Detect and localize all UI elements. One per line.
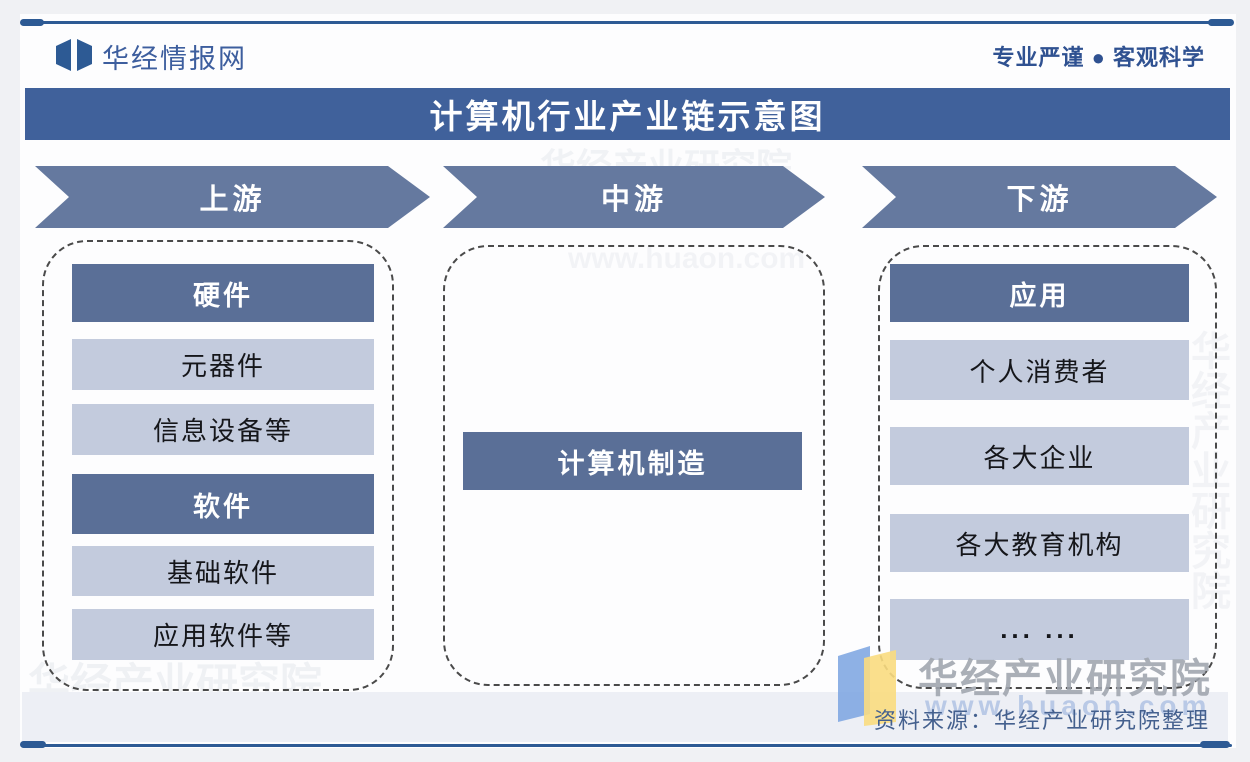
top-rule-left-cap — [20, 19, 44, 26]
stage-arrow-downstream-label: 下游 — [1006, 184, 1073, 216]
stage-arrow-midstream: 中游 — [443, 166, 825, 228]
bottom-rule-left-cap — [20, 741, 46, 748]
frame-right — [1236, 0, 1250, 762]
top-rule — [25, 21, 1232, 24]
frame-top — [0, 0, 1250, 14]
midstream-box: 计算机制造 — [443, 245, 825, 686]
watermark-brand-title: 华经产业研究院 — [918, 657, 1212, 701]
watermark-brand-url: www.huaon.com — [925, 690, 1212, 721]
header-slogan: 专业严谨 ● 客观科学 — [992, 45, 1205, 70]
stage-arrow-upstream-label: 上游 — [199, 184, 266, 216]
huaon-logo-icon — [836, 642, 908, 726]
upstream-category-hardware: 硬件 — [72, 264, 374, 322]
frame-bottom — [0, 748, 1250, 762]
footer-band — [22, 692, 1228, 742]
brand-name: 华经情报网 — [102, 44, 247, 74]
upstream-item-basic-software: 基础软件 — [72, 546, 374, 596]
top-rule-right-cap — [1208, 19, 1234, 26]
source-note: 资料来源：华经产业研究院整理 — [873, 708, 1210, 733]
downstream-item-consumers: 个人消费者 — [890, 340, 1189, 400]
upstream-item-info-devices: 信息设备等 — [72, 404, 374, 455]
bottom-rule-right-cap — [1200, 741, 1230, 748]
downstream-item-education: 各大教育机构 — [890, 514, 1189, 572]
brand-logo-icon — [55, 37, 93, 73]
upstream-box: 硬件 元器件 信息设备等 软件 基础软件 应用软件等 — [42, 240, 394, 691]
frame-left — [0, 0, 20, 762]
downstream-category-application: 应用 — [890, 264, 1189, 322]
page-title: 计算机行业产业链示意图 — [429, 98, 826, 135]
title-bar: 计算机行业产业链示意图 — [25, 88, 1230, 140]
downstream-box: 应用 个人消费者 各大企业 各大教育机构 ... ... — [878, 245, 1217, 689]
downstream-item-enterprises: 各大企业 — [890, 427, 1189, 485]
stage-arrow-midstream-label: 中游 — [600, 184, 667, 216]
midstream-item-computer-manufacturing: 计算机制造 — [463, 432, 802, 490]
stage-arrow-downstream: 下游 — [862, 166, 1217, 228]
downstream-item-ellipsis: ... ... — [890, 599, 1189, 660]
upstream-category-software: 软件 — [72, 474, 374, 534]
upstream-item-components: 元器件 — [72, 339, 374, 390]
upstream-item-app-software: 应用软件等 — [72, 609, 374, 660]
stage-arrow-upstream: 上游 — [35, 166, 430, 228]
bottom-rule — [22, 744, 1232, 747]
